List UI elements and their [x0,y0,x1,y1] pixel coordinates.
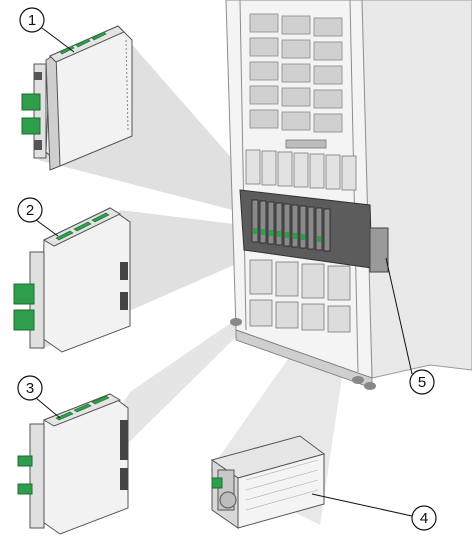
module-1-handle [21,117,41,135]
callout-1: 1 [19,7,45,33]
cabinet-foot [352,376,364,384]
upper-fan-modules [249,13,343,133]
callout-4-label: 4 [420,510,428,527]
cabinet-side-panel [359,0,472,379]
module-status-leds [253,228,321,242]
callout-2-label: 2 [26,202,34,219]
callout-5-label: 5 [418,374,426,391]
callout-4: 4 [411,505,437,531]
module-2-handle [13,283,35,305]
module-3-handle [17,455,33,467]
callout-3-label: 3 [26,380,34,397]
callout-5: 5 [409,369,435,395]
module-4-illustration [210,435,326,529]
callout-2: 2 [17,197,43,223]
leader-lines [35,27,413,517]
chassis-handle [369,227,389,273]
projection-cone-1 [38,40,256,212]
server-cabinet [225,0,472,390]
upper-unit-row [245,149,357,191]
lower-fan-modules [249,259,351,333]
callout-1-label: 1 [28,12,36,29]
module-4-latch [211,477,223,489]
module-1-handle [21,93,41,111]
module-2-illustration [13,207,131,353]
module-1-illustration [21,25,133,171]
module-3-illustration [17,393,129,535]
callout-3: 3 [17,375,43,401]
cabinet-foot [230,318,242,326]
module-slots [251,199,331,252]
module-3-handle [17,483,33,495]
module-2-handle [13,309,35,331]
cabinet-foot [364,382,376,390]
